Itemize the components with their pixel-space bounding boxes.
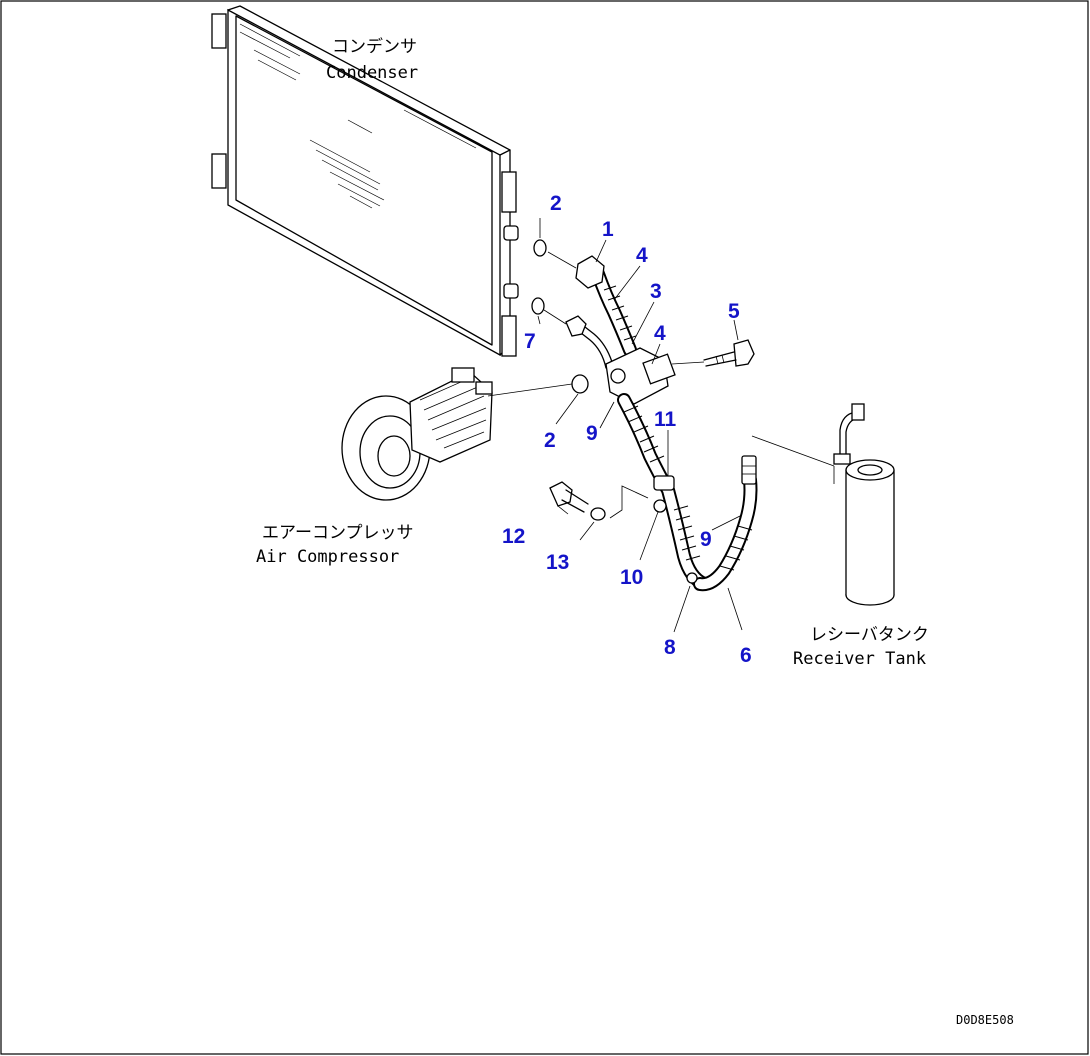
callout-8: 8 <box>664 636 676 659</box>
condenser <box>211 5 519 357</box>
callout-1: 1 <box>602 218 614 241</box>
compressor-jp-label: エアーコンプレッサ <box>262 523 413 543</box>
o-ring-2-lower <box>571 374 589 394</box>
receiver-en-label: Receiver Tank <box>793 649 926 669</box>
clamp-11 <box>653 475 675 491</box>
hose-6 <box>693 455 758 592</box>
callout-4-lower: 4 <box>654 322 666 345</box>
washer-13 <box>590 507 606 521</box>
condenser-jp-label: コンデンサ <box>332 36 417 57</box>
drawing-code: D0D8E508 <box>956 1013 1014 1027</box>
o-ring-2-upper <box>533 239 547 257</box>
o-ring-7 <box>531 297 545 315</box>
callout-10: 10 <box>620 566 643 589</box>
callout-7: 7 <box>524 330 536 353</box>
hose-assembly-1 <box>575 255 637 357</box>
bracket-3 <box>605 347 676 405</box>
callout-5: 5 <box>728 300 740 323</box>
callout-12: 12 <box>502 525 525 548</box>
callout-11: 11 <box>654 408 677 431</box>
bolt-5 <box>703 339 755 367</box>
condenser-en-label: Condenser <box>326 63 418 83</box>
air-compressor <box>341 367 493 501</box>
bolt-12 <box>549 481 589 513</box>
pipe-7 <box>565 315 613 369</box>
clamp-8 <box>686 572 698 584</box>
leader-lines <box>487 251 835 519</box>
callout-3: 3 <box>650 280 662 303</box>
callout-13: 13 <box>546 551 569 574</box>
compressor-en-label: Air Compressor <box>256 547 399 567</box>
callout-9-right: 9 <box>700 528 712 551</box>
clamp-10 <box>653 499 667 513</box>
callout-6: 6 <box>740 644 752 667</box>
callout-9-left: 9 <box>586 422 598 445</box>
callout-4-upper: 4 <box>636 244 648 267</box>
callout-2-lower: 2 <box>544 429 556 452</box>
callout-pointers <box>537 218 743 633</box>
receiver-jp-label: レシーバタンク <box>810 625 929 645</box>
callout-2-upper: 2 <box>550 192 562 215</box>
receiver-tank <box>833 403 895 606</box>
